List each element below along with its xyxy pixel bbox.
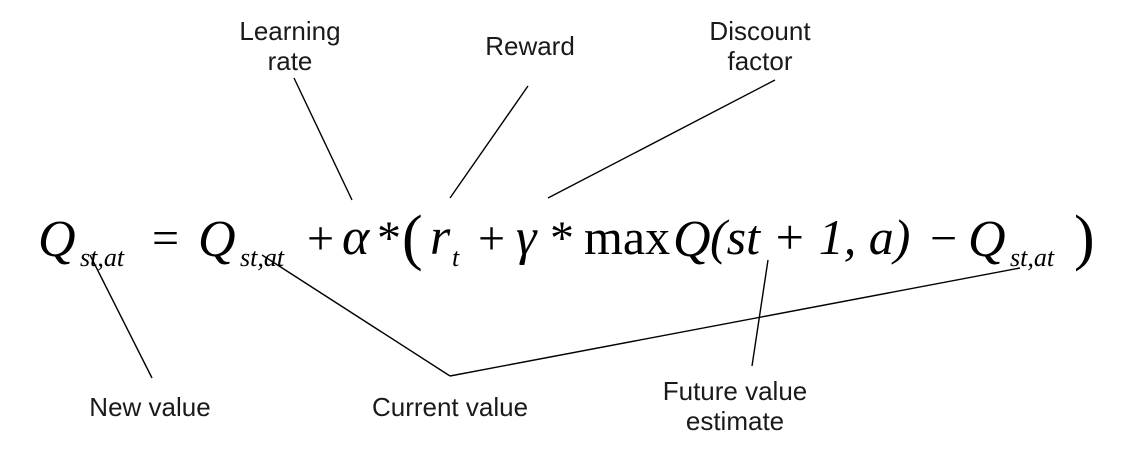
- new-value-label: New value: [40, 392, 260, 422]
- reward-label-text: Reward: [485, 31, 575, 61]
- discount-factor-label: Discount factor: [660, 16, 860, 76]
- q-new-symbol: Q: [38, 211, 76, 268]
- new-value-label-text: New value: [89, 392, 211, 422]
- reward-r-symbol: r: [430, 209, 451, 266]
- new-value-leader-line: [89, 254, 153, 379]
- q-future-symbol: Q: [673, 211, 711, 268]
- alpha-symbol: α: [342, 209, 371, 266]
- learning-rate-leader-line: [293, 77, 353, 201]
- future-value-leader-line: [751, 259, 769, 367]
- learning-rate-label: Learning rate: [200, 16, 380, 76]
- q-current-symbol: Q: [198, 211, 236, 268]
- discount-factor-leader-line: [547, 79, 776, 199]
- q-subtracted-subscript: st,at: [1010, 243, 1055, 272]
- reward-t-subscript: t: [452, 243, 460, 272]
- close-paren: ): [1074, 204, 1095, 272]
- current-value-leader-line-right: [449, 267, 1021, 377]
- q-subtracted-symbol: Q: [968, 211, 1006, 268]
- future-value-estimate-label-line-1: Future value: [662, 376, 808, 406]
- multiply-sign-2: *: [550, 212, 574, 265]
- max-operator: max: [584, 209, 670, 265]
- reward-leader-line: [449, 85, 529, 199]
- future-value-estimate-label: Future value estimate: [620, 376, 850, 436]
- current-value-label: Current value: [320, 392, 580, 422]
- future-value-estimate-label-line-2: estimate: [685, 406, 785, 436]
- equals-sign: =: [152, 212, 179, 265]
- multiply-sign-1: *: [377, 212, 401, 265]
- minus-sign: −: [930, 212, 957, 265]
- learning-rate-label-line-1: Learning: [239, 16, 341, 46]
- learning-rate-label-line-2: rate: [267, 46, 313, 76]
- q-future-args: (st + 1, a): [710, 209, 910, 265]
- plus-sign-1: +: [307, 212, 334, 265]
- current-value-leader-line-left: [261, 254, 451, 377]
- discount-factor-label-line-2: factor: [727, 46, 793, 76]
- open-paren: (: [402, 204, 423, 272]
- current-value-label-text: Current value: [371, 392, 529, 422]
- q-new-subscript: st,at: [80, 243, 125, 272]
- q-current-subscript: st,at: [240, 243, 285, 272]
- discount-factor-label-line-1: Discount: [709, 16, 811, 46]
- reward-label: Reward: [450, 31, 610, 61]
- gamma-symbol: γ: [516, 209, 538, 266]
- plus-sign-2: +: [478, 212, 505, 265]
